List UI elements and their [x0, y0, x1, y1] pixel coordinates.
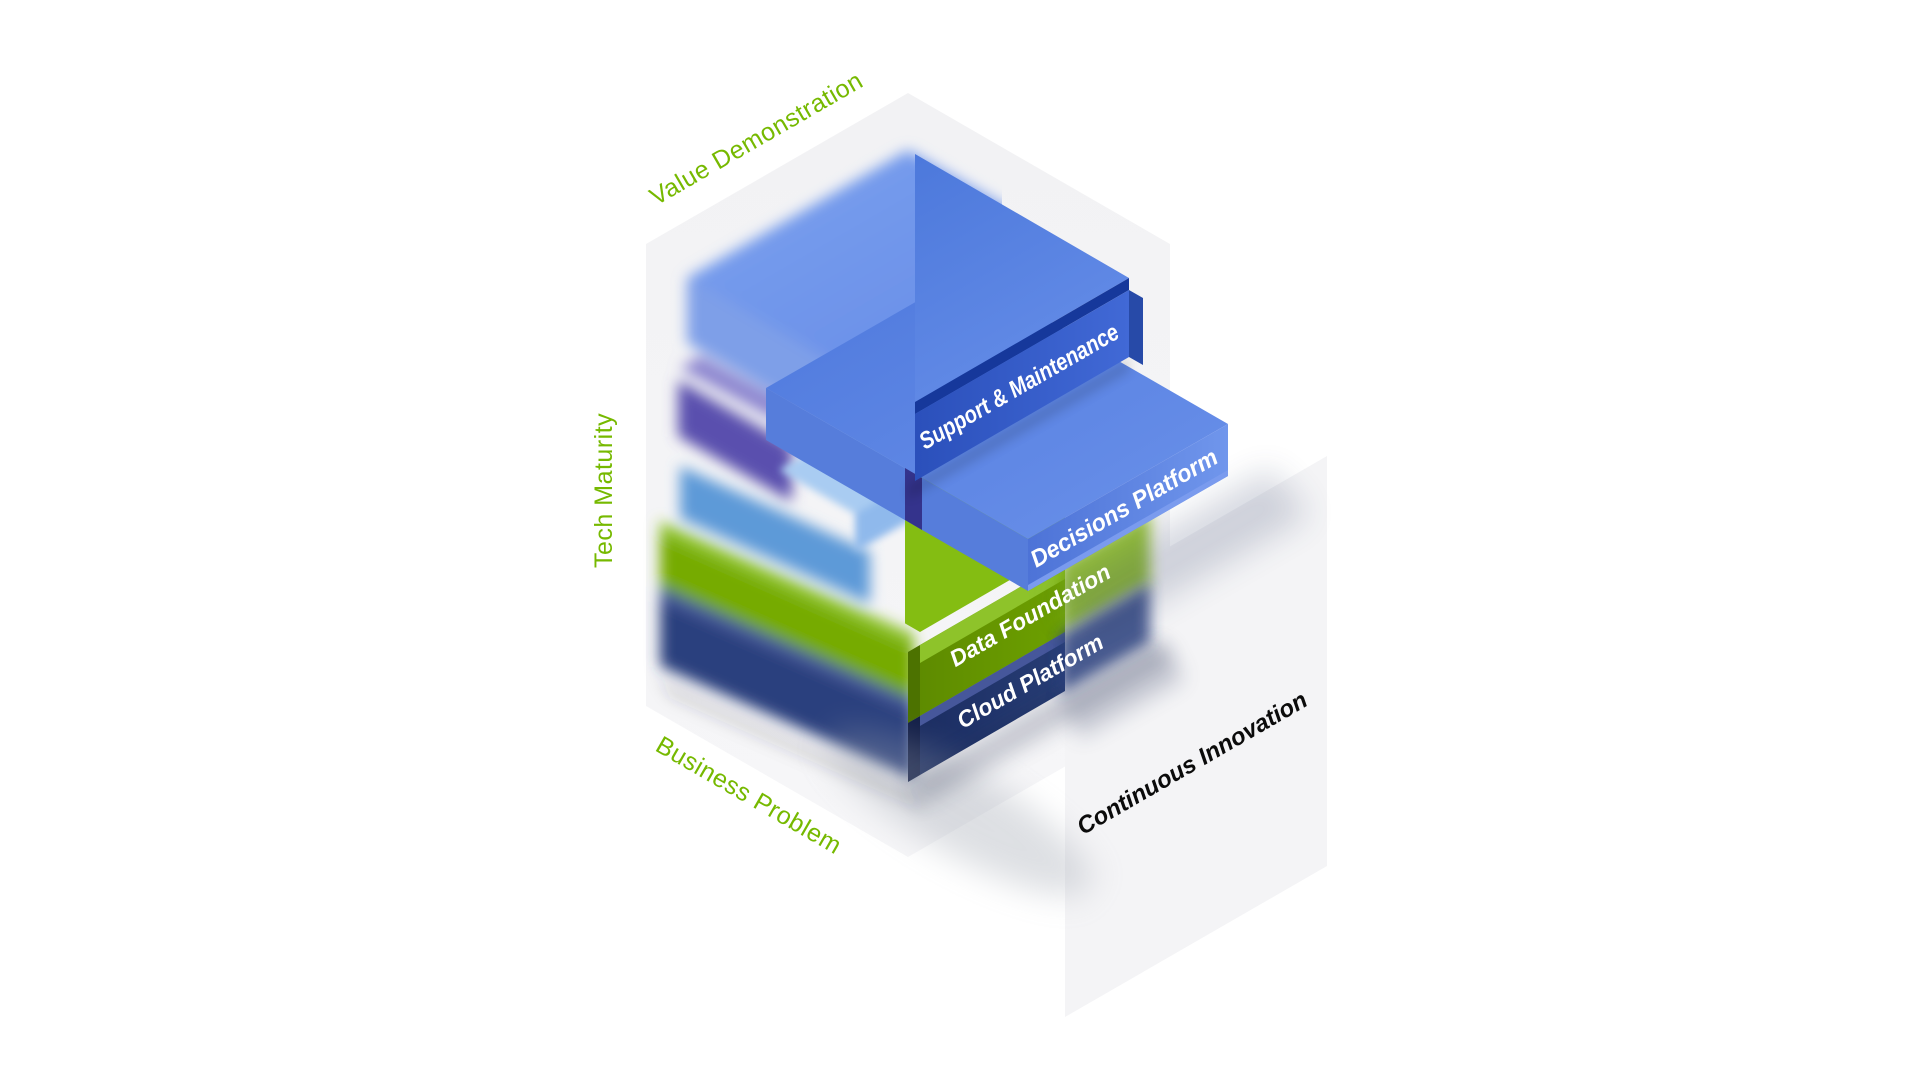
support-maintenance-top-strip — [915, 278, 1129, 414]
green-layer-blur — [660, 535, 914, 714]
navy-layer-top-blur — [660, 586, 914, 713]
decisions-platform-left-face — [766, 388, 1028, 591]
support-maintenance-end-face — [1129, 290, 1143, 365]
stack-ground-shadow — [828, 728, 1092, 896]
purple-layer-blur — [678, 380, 792, 502]
decisions-platform-bottom-lip — [1028, 470, 1228, 591]
cloud-platform-top-lip — [920, 632, 1065, 726]
support-maintenance-top-face — [915, 154, 1129, 402]
support-maintenance-band — [915, 290, 1129, 481]
cloud-platform-band — [920, 632, 1065, 775]
green-layer-top-blur — [660, 521, 914, 648]
axis-left-label: Tech Maturity — [590, 413, 618, 568]
decisions-platform-band — [1028, 424, 1228, 591]
stub-shadow-blur — [1060, 640, 1185, 740]
support-cast-shadow — [908, 357, 1129, 500]
decisions-platform-shadow — [1050, 468, 1310, 642]
steelblue-layer-blur — [680, 466, 870, 604]
data-foundation-end-face — [908, 645, 920, 723]
support-maintenance-layer — [915, 154, 1143, 481]
